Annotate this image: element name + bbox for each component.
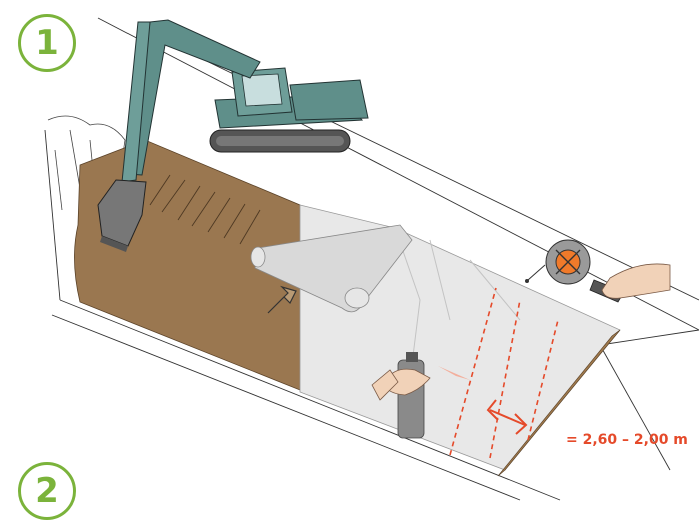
illustration-scene — [0, 0, 699, 502]
step-1-badge: 1 — [18, 14, 76, 72]
dimension-label: = 2,60 – 2,00 m — [566, 432, 688, 448]
measuring-tape-icon — [525, 240, 670, 302]
step-2-badge: 2 — [18, 462, 76, 520]
